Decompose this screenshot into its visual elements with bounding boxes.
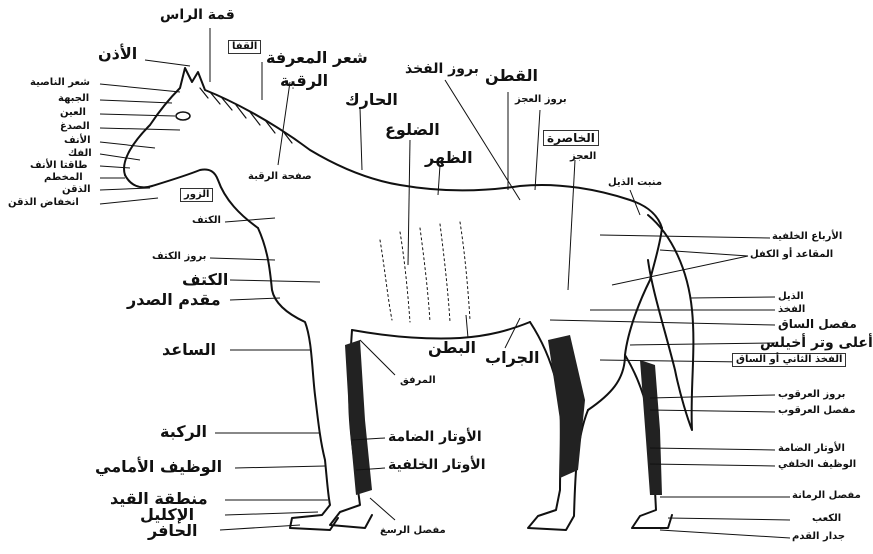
label-ribs: الضلوع	[385, 122, 440, 138]
label-forehead: الجبهة	[58, 94, 89, 104]
label-hoof: الحافر	[148, 523, 197, 539]
label-shoulder: الكتف	[182, 272, 228, 288]
label-sheath: الجراب	[485, 350, 540, 366]
label-hip-point: بروز الفخذ	[405, 62, 479, 76]
label-loin: القطن	[485, 68, 538, 84]
label-stifle: مفصل الساق	[778, 318, 857, 330]
horse-outline-belly	[352, 322, 530, 338]
label-thigh: الفخذ	[778, 305, 805, 315]
label-neck-plate: صفحة الرقبة	[248, 172, 312, 182]
label-forelock: شعر الناصية	[30, 78, 90, 88]
label-gaskin-top: أعلى وتر أخيلس	[760, 336, 873, 350]
label-tail-root: منبت الذيل	[608, 178, 662, 188]
label-temple: الصدغ	[60, 122, 90, 132]
label-elbow: المرفق	[400, 376, 436, 386]
label-hindquarters: الأرباع الخلفية	[772, 232, 842, 242]
label-shoulder-top: الكتف	[192, 216, 221, 226]
label-neck: الرقبة	[280, 73, 328, 89]
label-nose: الأنف	[64, 136, 91, 146]
label-croup-point: بروز العجز	[515, 95, 567, 105]
label-throat: الزور	[180, 188, 213, 202]
label-hoof-wall: جدار القدم	[792, 532, 845, 542]
horse-mane	[200, 88, 292, 143]
label-tail: الذيل	[778, 292, 804, 302]
label-shoulder-point: بروز الكتف	[152, 252, 206, 262]
label-rump: العجز	[570, 152, 596, 162]
label-chin: الذقن	[62, 185, 91, 195]
label-tendons2: الأوتار الخلفية	[388, 458, 486, 472]
label-back: الظهر	[425, 150, 473, 166]
label-second-thigh: الفخذ الثاني أو الساق	[732, 353, 846, 367]
label-muzzle: المخطم	[44, 173, 83, 183]
label-hind-cannon: الوظيف الخلفي	[778, 460, 856, 470]
label-heel: الكعب	[812, 514, 841, 524]
label-belly: البطن	[428, 340, 476, 356]
label-fetlock: مفصل الرسغ	[380, 526, 446, 536]
label-chin-groove: انخفاض الذقن	[8, 198, 79, 208]
label-hock-point: بروز العرقوب	[778, 390, 845, 400]
label-nape: القفا	[228, 40, 261, 54]
label-knee: الركبة	[160, 424, 207, 440]
horse-ribs	[380, 222, 470, 322]
label-chest-front: مقدم الصدر	[127, 292, 221, 308]
label-buttocks: المقاعد أو الكفل	[750, 250, 833, 260]
label-hock: مفصل العرقوب	[778, 406, 856, 416]
label-hind-tendons: الأوتار الضامة	[778, 444, 845, 454]
label-poll: قمة الراس	[160, 8, 235, 22]
label-flank: الخاصرة	[543, 130, 599, 146]
leg-shading-hind2	[640, 360, 662, 495]
horse-outline-chest	[258, 228, 338, 530]
label-withers: الحارك	[345, 92, 398, 108]
label-hind-fetlock: مفصل الرمانة	[792, 491, 861, 501]
label-forearm: الساعد	[162, 342, 216, 358]
label-fore-cannon: الوظيف الأمامي	[95, 459, 222, 475]
label-tendons1: الأوتار الضامة	[388, 430, 482, 444]
label-eye: العين	[60, 108, 86, 118]
horse-eye	[176, 112, 190, 120]
label-nostrils: طاقتا الأنف	[30, 161, 88, 171]
label-ear: الأذن	[98, 46, 137, 62]
leg-shading-hind	[548, 335, 585, 478]
label-jaw: الفك	[68, 149, 92, 159]
label-mane: شعر المعرفة	[266, 50, 368, 66]
